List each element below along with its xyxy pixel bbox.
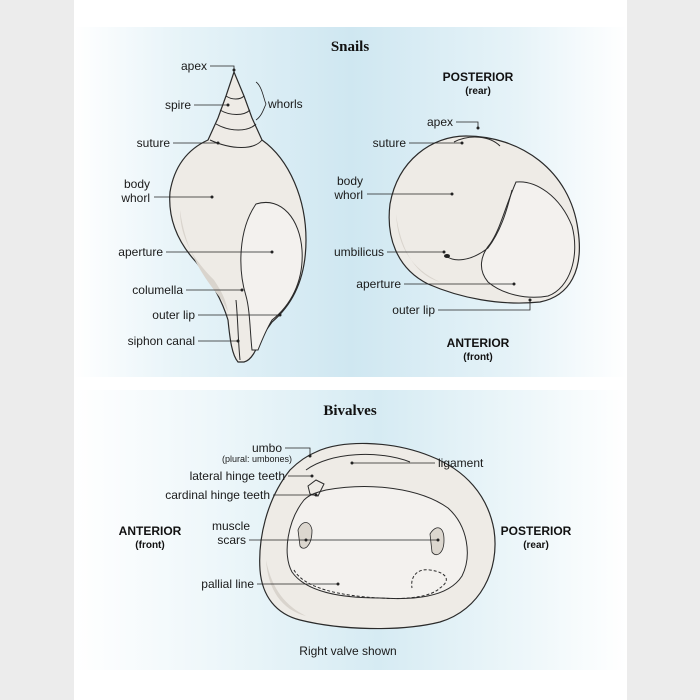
label-lateral-hinge-teeth: lateral hinge teeth: [190, 469, 285, 483]
label-cardinal-hinge-teeth: cardinal hinge teeth: [165, 488, 270, 502]
label-anterior: ANTERIOR: [447, 336, 510, 350]
label-outer-lip: outer lip: [152, 308, 195, 322]
label-anterior-sub: (front): [463, 352, 492, 363]
label-suture-right: suture: [373, 136, 407, 150]
label-posterior-sub: (rear): [465, 86, 491, 97]
bivalve-shell-illustration: [259, 442, 496, 630]
label-suture: suture: [137, 136, 171, 150]
label-aperture-right: aperture: [356, 277, 401, 291]
label-bivalve-posterior: POSTERIOR: [501, 524, 572, 538]
label-umbo-sub: (plural: umbones): [222, 454, 292, 464]
label-umbilicus: umbilicus: [334, 245, 384, 259]
label-body-whorl-1: body: [124, 177, 150, 191]
label-aperture: aperture: [118, 245, 163, 259]
label-bivalve-anterior-sub: (front): [135, 540, 164, 551]
label-whorls: whorls: [267, 97, 303, 111]
label-muscle-scars-2: scars: [217, 533, 246, 547]
moon-snail-labels: POSTERIOR (rear) apex suture body whorl …: [333, 70, 532, 363]
label-apex: apex: [181, 59, 207, 73]
label-umbo: umbo: [252, 441, 282, 455]
label-ligament: ligament: [438, 456, 484, 470]
label-columella: columella: [132, 283, 183, 297]
label-body-whorl-2: whorl: [120, 191, 150, 205]
whorls-bracket: [255, 81, 267, 121]
label-outer-lip-right: outer lip: [392, 303, 435, 317]
caption-right-valve: Right valve shown: [299, 644, 396, 658]
label-body-whorl-right-1: body: [337, 174, 363, 188]
label-apex-right: apex: [427, 115, 453, 129]
bivalve-labels: umbo (plural: umbones) ligament lateral …: [119, 441, 572, 658]
label-posterior: POSTERIOR: [443, 70, 514, 84]
label-bivalve-anterior: ANTERIOR: [119, 524, 182, 538]
label-body-whorl-right-2: whorl: [333, 188, 363, 202]
label-bivalve-posterior-sub: (rear): [523, 540, 549, 551]
snails-title: Snails: [331, 39, 370, 55]
label-muscle-scars-1: muscle: [212, 519, 250, 533]
label-spire: spire: [165, 98, 191, 112]
label-siphon-canal: siphon canal: [128, 334, 195, 348]
moon-snail-shell-illustration: [388, 135, 580, 304]
label-pallial-line: pallial line: [201, 577, 254, 591]
whelk-shell-illustration: [169, 70, 307, 363]
bivalves-title: Bivalves: [323, 403, 376, 419]
whelk-labels: apex spire whorls suture body whorl aper…: [118, 59, 302, 348]
